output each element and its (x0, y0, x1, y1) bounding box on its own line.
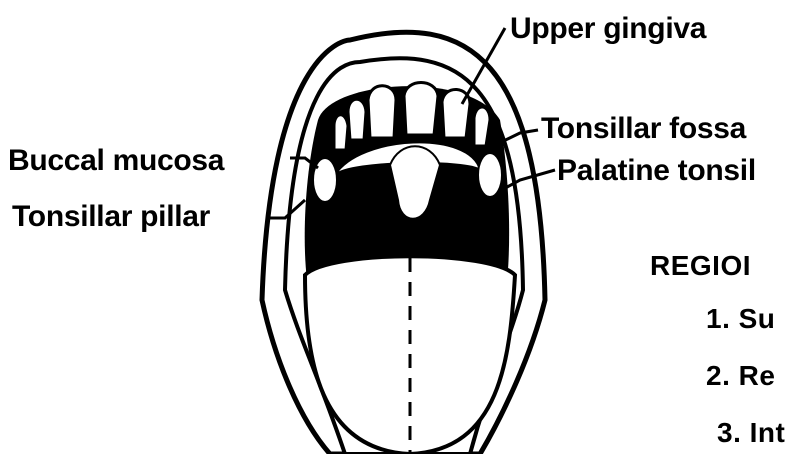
tooth (334, 115, 348, 150)
region-item-1: 1. Su (706, 305, 775, 333)
tooth (368, 86, 396, 138)
label-tonsillar-pillar: Tonsillar pillar (12, 202, 210, 232)
regions-heading: REGIOI (650, 252, 751, 280)
region-item-3: 3. Int (717, 419, 785, 447)
region-item-2: 2. Re (706, 362, 775, 390)
label-upper-gingiva: Upper gingiva (510, 14, 706, 44)
label-buccal-mucosa: Buccal mucosa (8, 146, 224, 176)
tooth (404, 83, 438, 136)
label-tonsillar-fossa: Tonsillar fossa (541, 114, 746, 144)
label-palatine-tonsil: Palatine tonsil (557, 156, 756, 186)
left-tonsil (313, 158, 337, 202)
tooth (348, 99, 366, 140)
tooth (474, 107, 490, 146)
